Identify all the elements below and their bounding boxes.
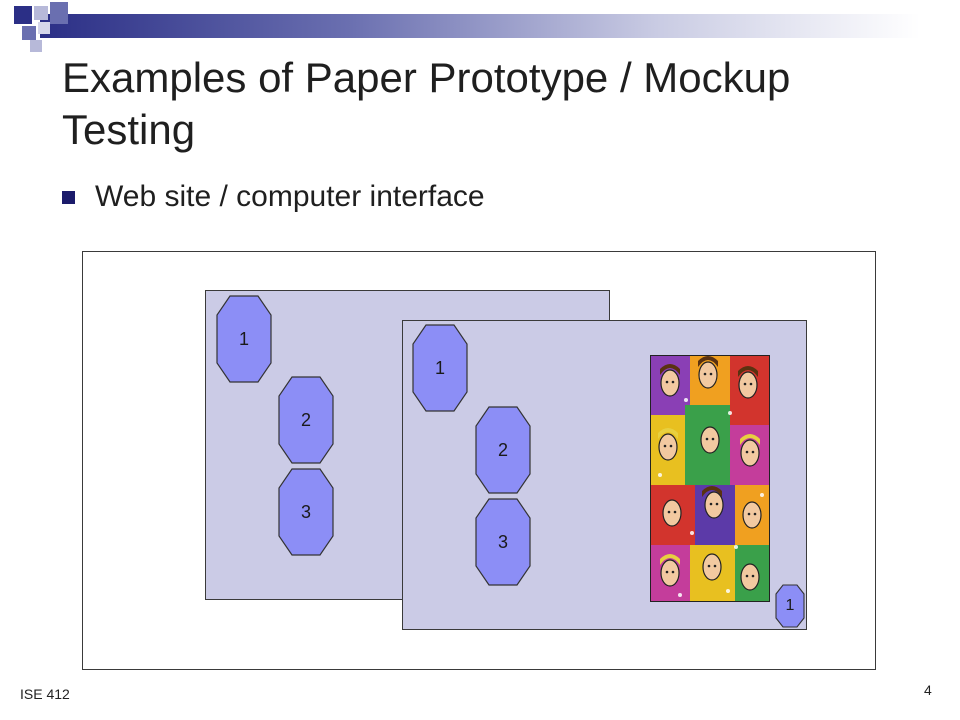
footer-course-code: ISE 412 bbox=[20, 686, 70, 702]
title-bar-gradient bbox=[40, 14, 920, 38]
slide-title: Examples of Paper Prototype / Mockup Tes… bbox=[62, 54, 791, 153]
bullet-item: Web site / computer interface bbox=[62, 180, 485, 214]
crowd-illustration-icon bbox=[650, 355, 770, 602]
front-page-button-3: 3 bbox=[475, 498, 531, 586]
back-page-button-3: 3 bbox=[278, 468, 334, 556]
square-bullet-icon bbox=[62, 190, 75, 204]
bullet-text: Web site / computer interface bbox=[95, 180, 485, 213]
front-page-corner-button: 1 bbox=[775, 584, 805, 628]
front-page-button-1: 1 bbox=[412, 324, 468, 412]
slide-number: 4 bbox=[924, 682, 932, 698]
back-page-button-1: 1 bbox=[216, 295, 272, 383]
front-page-button-2: 2 bbox=[475, 406, 531, 494]
back-page-button-2: 2 bbox=[278, 376, 334, 464]
